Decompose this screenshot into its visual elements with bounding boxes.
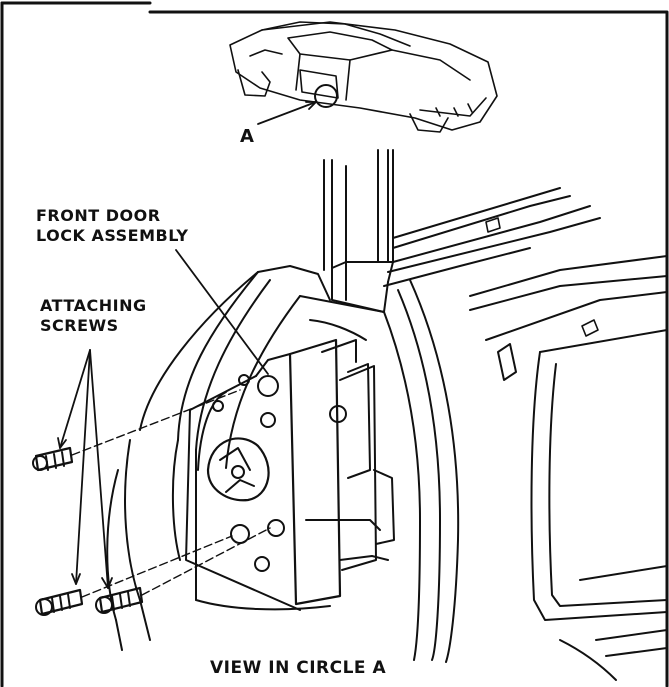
front-door-lock-assembly-label: FRONT DOOR LOCK ASSEMBLY <box>36 206 188 246</box>
screw-upper <box>32 389 241 472</box>
circle-a-label: A <box>240 126 255 147</box>
diagram-caption: VIEW IN CIRCLE A <box>210 658 387 678</box>
car-overview-illustration <box>229 21 498 133</box>
rear-quarter-panel <box>469 255 668 681</box>
door-panel <box>106 265 460 663</box>
front-door-lock-label-line1: FRONT DOOR <box>36 206 161 225</box>
circle-a-marker <box>257 84 338 125</box>
door-pillar <box>323 149 394 313</box>
front-door-lock-label-line2: LOCK ASSEMBLY <box>36 226 189 245</box>
leader-front-door-lock <box>175 249 269 375</box>
attaching-screws-label: ATTACHING SCREWS <box>40 296 147 336</box>
front-door-lock-assembly <box>185 338 395 611</box>
screw-lower-right <box>95 527 271 614</box>
attaching-screws-label-line1: ATTACHING <box>40 296 147 315</box>
attaching-screws-label-line2: SCREWS <box>40 316 119 335</box>
window-frame-rails <box>383 187 601 287</box>
leader-attaching-screws <box>57 349 113 589</box>
